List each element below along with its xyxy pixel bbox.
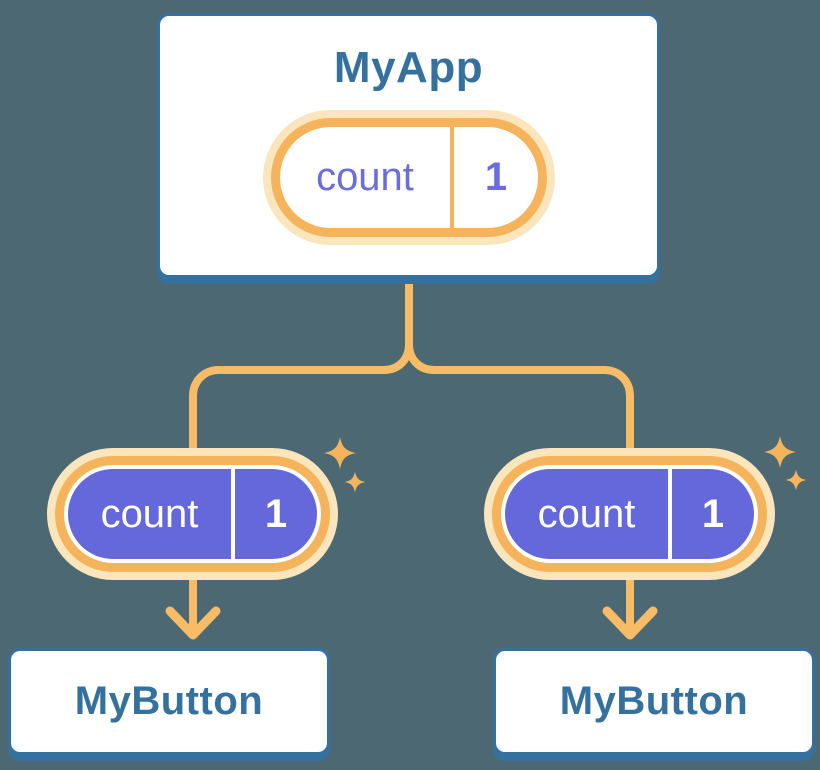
pill-ring: count 1 — [271, 118, 547, 237]
mybutton-title: MyButton — [74, 679, 264, 723]
pill-gap: count 1 — [64, 465, 321, 563]
state-name-label: count — [100, 491, 199, 536]
mybutton-card-right: MyButton — [493, 648, 815, 755]
arrow-down-right-icon — [602, 606, 658, 640]
pill-gap: count 1 — [501, 465, 758, 563]
pill-divider — [231, 469, 235, 559]
pill-ring: count 1 — [492, 456, 767, 572]
child-left-state-pill: count 1 — [47, 448, 338, 580]
state-name-label: count — [537, 491, 636, 536]
state-value-label: 1 — [264, 491, 288, 536]
state-value-label: 1 — [484, 155, 508, 199]
sparkle-large-icon — [764, 436, 796, 468]
branch-left-line — [189, 343, 413, 633]
myapp-title: MyApp — [333, 43, 484, 92]
sparkle-small-icon — [785, 469, 807, 491]
pill-divider — [450, 127, 454, 228]
child-right-state-pill: count 1 — [484, 448, 775, 580]
branch-right-line — [405, 343, 634, 633]
pill-divider — [668, 469, 672, 559]
mybutton-title: MyButton — [559, 679, 749, 723]
pill-body: count 1 — [68, 469, 317, 559]
sparkle-large-icon — [324, 437, 356, 469]
state-name-label: count — [316, 155, 414, 199]
pill-body: count 1 — [505, 469, 754, 559]
mybutton-card-left: MyButton — [8, 648, 330, 755]
pill-ring: count 1 — [55, 456, 330, 572]
sparkle-small-icon — [344, 471, 366, 493]
state-value-label: 1 — [701, 491, 725, 536]
pill-body: count 1 — [280, 127, 538, 228]
arrow-down-left-icon — [165, 606, 221, 640]
root-state-pill: count 1 — [263, 110, 555, 245]
